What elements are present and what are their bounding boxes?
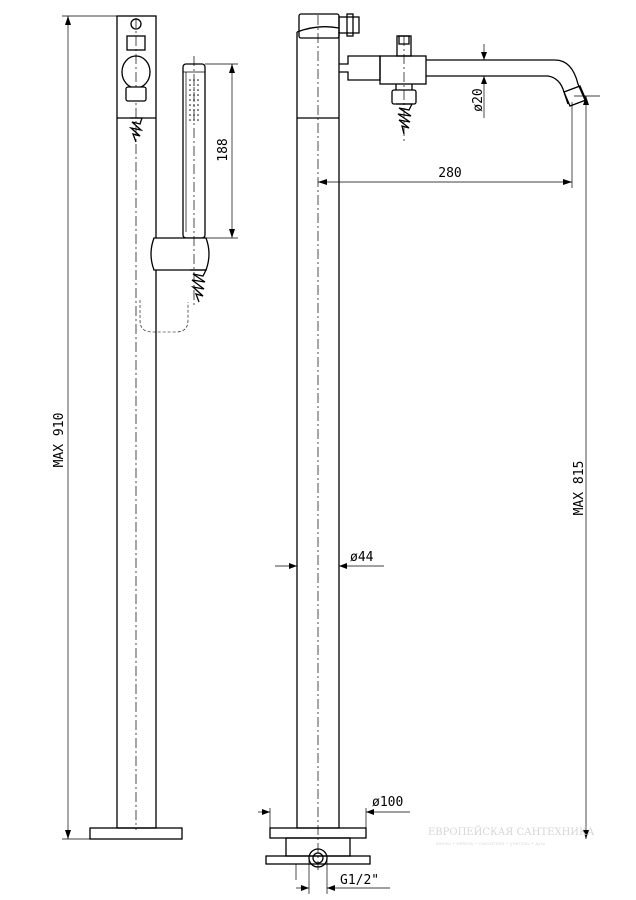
watermark: ЕВРОПЕЙСКАЯ САНТЕХНИКА ванны • мебель • … bbox=[428, 826, 595, 847]
front-column bbox=[116, 15, 157, 829]
dim-spout-height: MAX 815 bbox=[572, 461, 587, 516]
side-view: ø20 280 MAX 815 ø44 bbox=[258, 13, 600, 894]
dim-total-height: MAX 910 bbox=[52, 413, 67, 468]
front-base-plate bbox=[89, 827, 183, 840]
dim-base-diameter: ø100 bbox=[372, 795, 403, 810]
dim-spout-diameter: ø20 bbox=[471, 88, 486, 111]
dim-spout-reach: 280 bbox=[438, 166, 461, 181]
watermark-subtitle: ванны • мебель • смесители • унитазы • д… bbox=[436, 841, 545, 847]
hand-shower bbox=[139, 63, 210, 333]
dim-column-diameter: ø44 bbox=[350, 550, 374, 565]
dim-thread: G1/2" bbox=[340, 873, 379, 888]
dim-hand-shower-length: 188 bbox=[216, 138, 231, 161]
watermark-title: ЕВРОПЕЙСКАЯ САНТЕХНИКА bbox=[428, 826, 595, 838]
front-view: 188 MAX 910 bbox=[52, 15, 238, 840]
